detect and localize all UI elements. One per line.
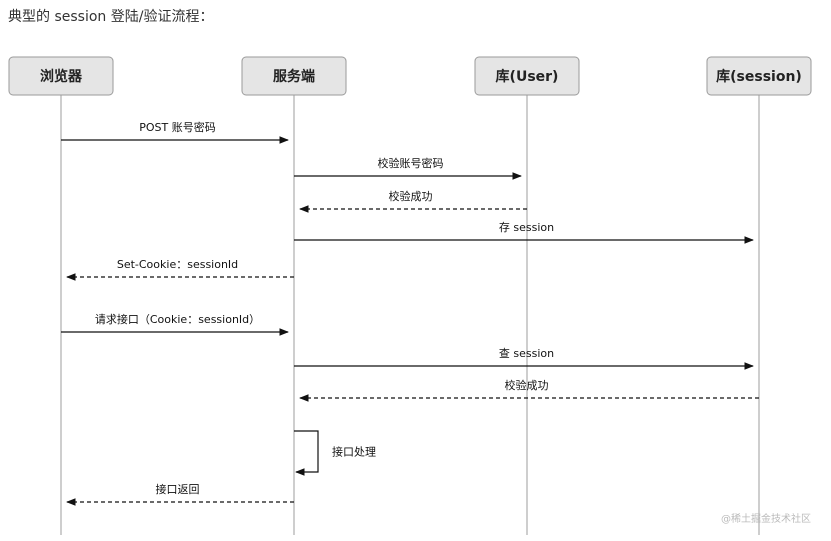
- message-label-9: 接口返回: [156, 483, 200, 496]
- message-arrow-8: [294, 430, 319, 476]
- actor-sessiondb: 库(session): [706, 56, 812, 96]
- actor-browser: 浏览器: [8, 56, 114, 96]
- message-label-0: POST 账号密码: [139, 120, 216, 134]
- actor-box-browser: [8, 56, 114, 96]
- page-title: 典型的 session 登陆/验证流程：: [8, 9, 214, 25]
- actor-label-server: 服务端: [273, 68, 315, 85]
- actor-label-userdb: 库(User): [496, 68, 559, 85]
- actor-label-sessiondb: 库(session): [716, 68, 802, 85]
- watermark: @稀土掘金技术社区: [721, 514, 811, 525]
- message-label-3: 存 session: [499, 220, 554, 234]
- actor-box-sessiondb: [706, 56, 812, 96]
- actor-label-browser: 浏览器: [40, 68, 83, 85]
- actor-userdb: 库(User): [474, 56, 580, 96]
- actor-box-userdb: [474, 56, 580, 96]
- message-label-8: 接口处理: [332, 446, 376, 459]
- message-label-4: Set-Cookie：sessionId: [117, 258, 238, 271]
- message-label-5: 请求接口（Cookie：sessionId）: [95, 313, 260, 326]
- actors: 浏览器 服务端 库(User) 库(session): [8, 56, 812, 96]
- message-label-6: 查 session: [499, 346, 554, 360]
- message-label-2: 校验成功: [389, 189, 433, 203]
- actor-server: 服务端: [241, 56, 347, 96]
- lifelines: [60, 95, 760, 535]
- message-label-1: 校验账号密码: [378, 156, 444, 170]
- message-label-7: 校验成功: [505, 378, 549, 392]
- actor-box-server: [241, 56, 347, 96]
